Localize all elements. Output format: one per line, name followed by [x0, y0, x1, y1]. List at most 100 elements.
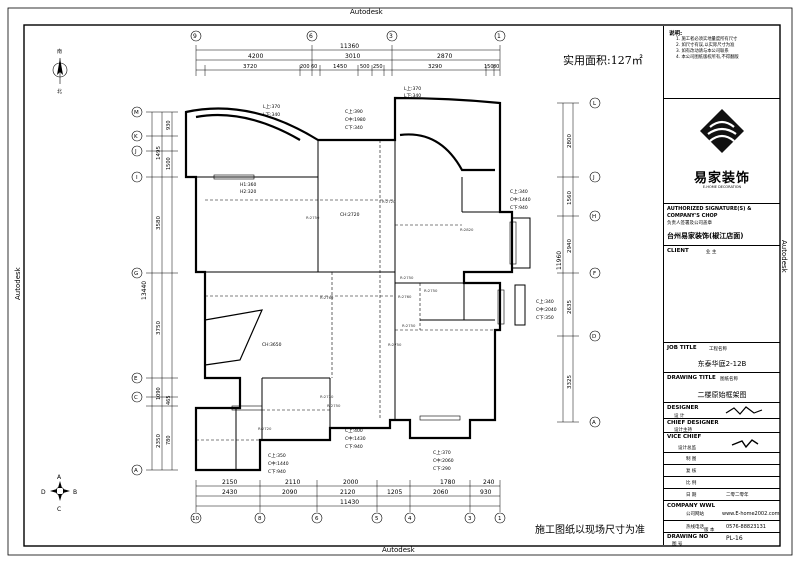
left-dim-3: 3750 [156, 321, 162, 335]
row-check: 复 核 [686, 469, 697, 474]
note-line-1: 1. 施工者必须实地量度所有尺寸 [676, 37, 738, 42]
grid-left-g: G [134, 271, 138, 277]
grid-bottom-10: 10 [192, 516, 199, 522]
grid-right-l: L [593, 101, 597, 107]
note-6a: C上:340 [536, 298, 554, 305]
bottom-dim-r1-1: 2150 [222, 479, 237, 486]
top-dim-r2-8: 150 [484, 64, 494, 70]
drawing-no-label: DRAWING NO [667, 534, 709, 540]
svg-text:R:2750: R:2750 [402, 323, 416, 328]
note-8a: C上:350 [268, 452, 286, 459]
drawing-title-label: DRAWING TITLE [667, 375, 716, 381]
left-dim-2: 3580 [156, 216, 162, 230]
note-2b: C中:1980 [345, 116, 366, 123]
grid-right-h: H [592, 214, 596, 220]
balcony-box [511, 217, 531, 269]
left-dim-small-3: 465 [166, 395, 172, 405]
right-dimension-lines [557, 102, 579, 423]
vice-signature-icon [731, 439, 759, 449]
drawing-no-value: PL-16 [726, 535, 743, 542]
bottom-dim-r2-5: 2060 [433, 489, 448, 496]
designer-label: DESIGNER [667, 405, 699, 411]
job-cn: 工程名称 [709, 347, 727, 352]
bottom-dim-r1-5: 240 [483, 479, 495, 486]
company-name: 台州易家装饰(椒江店面) [667, 232, 744, 240]
row-scale: 比 例 [686, 481, 697, 486]
note-1a: L上:370 [263, 103, 280, 110]
url-label: COMPANY WWL [667, 503, 716, 509]
right-dim-overall: 11960 [556, 251, 563, 270]
top-dim-r2-3: 60 [311, 64, 317, 70]
note-3a: L上:370 [404, 85, 421, 92]
grid-right-d: D [592, 334, 596, 340]
bottom-note: 施工图纸以现场尺寸为准 [535, 523, 645, 536]
url-row: COMPANY WWL 公司网站 www.E-home2002.com [664, 500, 780, 521]
top-dim-r2-2: 200 [300, 64, 310, 70]
top-dimension-lines [195, 45, 501, 76]
ceiling-label-2: CH:3650 [262, 342, 282, 348]
chief-cn: 设计主持 [674, 428, 692, 433]
company-logo-icon [700, 109, 744, 153]
bottom-dimension-lines [195, 480, 501, 512]
compass-label-top: 南 [57, 48, 62, 55]
note-6b: C中:2040 [536, 306, 557, 313]
compass-b: B [73, 489, 77, 496]
right-dim-2: 1560 [567, 191, 573, 205]
drawing-title-cn: 图纸名称 [720, 377, 738, 382]
vice-cn: 设计总监 [678, 446, 696, 451]
grid-left-m: M [134, 110, 139, 116]
beam-lines [196, 140, 495, 441]
sig-label: AUTHORIZED SIGNATURE(S) & COMPANY'S CHOP [667, 206, 752, 219]
top-dim-r2-6: 250 [373, 64, 383, 70]
grid-left-k: K [134, 134, 138, 140]
svg-text:R:2750: R:2750 [388, 342, 402, 347]
note-5c: C下:940 [510, 205, 528, 211]
notes-header: 说明: [669, 31, 683, 37]
grid-bubbles-top [190, 30, 506, 42]
compass-a: A [57, 474, 62, 481]
phone-label: 热线电话 [686, 525, 704, 530]
bottom-dim-r2-3: 2120 [340, 489, 355, 496]
svg-text:R:2750: R:2750 [306, 215, 320, 220]
url-value: www.E-home2002.com [722, 511, 780, 517]
ceiling-label-1: CH:2720 [340, 212, 360, 218]
grid-right-f: F [593, 271, 596, 277]
left-dim-4: 1090 [156, 387, 162, 400]
bottom-dim-overall: 11430 [340, 499, 359, 506]
grid-bottom-8: 8 [258, 516, 262, 522]
note-8b: C中:1440 [268, 460, 289, 467]
grid-right-a: A [592, 420, 596, 426]
client-cn: 业 主 [706, 250, 717, 255]
grid-bottom-1: 1 [498, 516, 502, 522]
bottom-dim-r2-4: 1205 [387, 489, 402, 496]
designer-signature-icon [725, 406, 763, 415]
note-line-3: 3. 如有改动请与本公司联系 [676, 49, 729, 54]
floor-plan-walls [184, 96, 514, 472]
left-dim-small-2: 1500 [166, 157, 172, 170]
bottom-dim-r1-4: 1780 [440, 479, 455, 486]
note-5a: C上:340 [510, 188, 528, 195]
autodesk-label-left: Autodesk [14, 266, 22, 300]
plan-annotations: L上:370 L下:340 C上:390 C中:1980 C下:340 L上:3… [240, 85, 557, 475]
job-value: 东泰华庭2-12B [697, 360, 747, 368]
compass-label-bottom: 北 [57, 88, 62, 95]
vice-label: VICE CHIEF [667, 434, 702, 440]
left-dimension-lines [146, 111, 178, 471]
top-dim-r2-5: 500 [360, 64, 370, 70]
note-3b: L下:340 [404, 93, 421, 99]
note-line-4: 4. 本公司图纸版权所有,不得翻版 [676, 55, 739, 60]
autodesk-label-bottom: Autodesk [382, 546, 416, 554]
drawing-title-value: 二楼原始框架图 [697, 391, 747, 399]
logo-sub: E-HOME DECORATION [702, 185, 742, 189]
svg-text:R:2750: R:2750 [327, 403, 341, 408]
drawing-no-row: DRAWING NO 图 号 版 本 PL-16 [664, 528, 780, 547]
notes-list: 1. 施工者必须实地量度所有尺寸 2. 如尺寸有误,以实际尺寸为准 3. 如有改… [676, 37, 739, 61]
date-value: 二零二零年 [726, 493, 749, 498]
grid-right-j: J [592, 175, 595, 181]
grid-bottom-4: 4 [408, 516, 412, 522]
row-draft: 制 图 [686, 457, 697, 462]
svg-text:R:2760: R:2760 [320, 295, 334, 300]
top-dim-r2-7: 3290 [428, 64, 442, 70]
svg-text:R:2730: R:2730 [320, 394, 334, 399]
